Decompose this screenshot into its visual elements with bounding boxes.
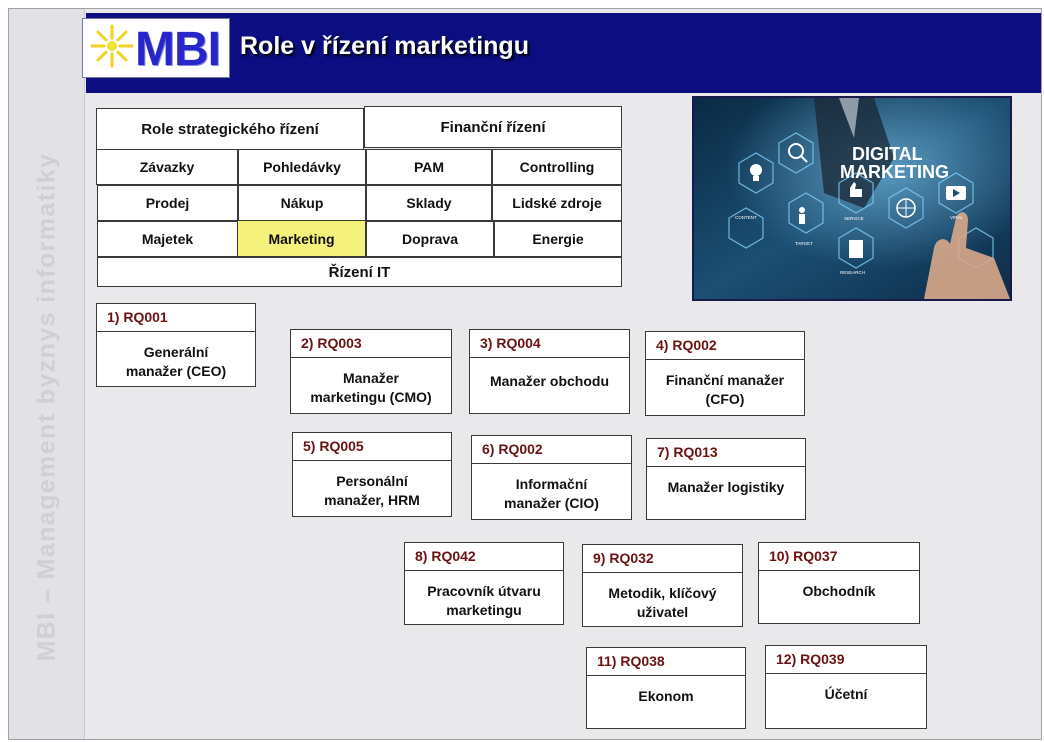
role-name: Informační manažer (CIO) [504,476,599,511]
role-box-9: 9) RQ032 Metodik, klíčový uživatel [582,544,743,627]
left-band: MBI – Management byznys informatiky [9,9,85,739]
role-code: 4) RQ002 [646,332,804,360]
grid-cell-zavazky: Závazky [96,149,238,185]
role-name: Účetní [824,686,868,702]
role-name: Personální manažer, HRM [324,473,420,508]
role-box-7: 7) RQ013 Manažer logistiky [646,438,806,520]
image-label: VIRAL [950,215,964,220]
role-code: 5) RQ005 [293,433,451,461]
role-code: 3) RQ004 [470,330,629,358]
role-box-12: 12) RQ039 Účetní [765,645,927,729]
role-box-1: 1) RQ001 Generální manažer (CEO) [96,303,256,387]
grid-cell-lidske-zdroje: Lidské zdroje [492,185,622,221]
image-label: RESEARCH [840,270,865,275]
role-name: Obchodník [802,583,876,599]
role-name: Finanční manažer (CFO) [665,372,785,407]
role-box-6: 6) RQ002 Informační manažer (CIO) [471,435,632,520]
image-label: SERVICE [844,216,864,221]
role-name: Generální manažer (CEO) [125,344,227,379]
role-name: Manažer marketingu (CMO) [310,370,432,405]
role-name: Pracovník útvaru marketingu [427,583,541,618]
role-code: 7) RQ013 [647,439,805,467]
page-title: Role v řízení marketingu [240,32,529,60]
role-code: 2) RQ003 [291,330,451,358]
grid-cell-pam: PAM [366,149,492,185]
role-box-5: 5) RQ005 Personální manažer, HRM [292,432,452,517]
role-code: 1) RQ001 [97,304,255,332]
role-code: 9) RQ032 [583,545,742,573]
role-code: 11) RQ038 [587,648,745,676]
role-box-8: 8) RQ042 Pracovník útvaru marketingu [404,542,564,625]
grid-cell-financial: Finanční řízení [364,106,622,148]
role-name: Metodik, klíčový uživatel [608,585,717,620]
grid-cell-marketing: Marketing [237,220,366,257]
logo-text: MBI [135,23,221,76]
role-code: 10) RQ037 [759,543,919,571]
role-code: 6) RQ002 [472,436,631,464]
role-box-3: 3) RQ004 Manažer obchodu [469,329,630,414]
digital-marketing-image: DIGITAL MARKETING CONTENT TARGET SERVICE… [692,96,1012,301]
grid-cell-strategic: Role strategického řízení [96,108,364,150]
grid-cell-majetek: Majetek [97,221,238,257]
mbi-logo: MBI [82,18,230,78]
grid-cell-sklady: Sklady [366,185,492,221]
role-box-2: 2) RQ003 Manažer marketingu (CMO) [290,329,452,414]
sun-star-icon [90,24,134,68]
grid-cell-nakup: Nákup [238,185,366,221]
role-name: Ekonom [638,688,694,704]
grid-cell-rizeni-it: Řízení IT [97,257,622,287]
role-name: Manažer obchodu [489,373,609,389]
image-label: TARGET [795,241,813,246]
image-label: CONTENT [735,215,757,220]
grid-cell-energie: Energie [494,221,622,257]
role-code: 8) RQ042 [405,543,563,571]
role-code: 12) RQ039 [766,646,926,674]
vertical-title: MBI – Management byznys informatiky [32,152,61,662]
role-box-10: 10) RQ037 Obchodník [758,542,920,624]
role-box-11: 11) RQ038 Ekonom [586,647,746,729]
grid-cell-pohledavky: Pohledávky [238,149,366,185]
header-bar [86,13,1041,93]
grid-cell-prodej: Prodej [97,185,238,221]
role-name: Manažer logistiky [667,479,785,495]
digital-marketing-illustration: DIGITAL MARKETING CONTENT TARGET SERVICE… [694,98,1010,299]
image-title-line1: DIGITAL [852,144,923,164]
grid-cell-doprava: Doprava [366,221,494,257]
role-box-4: 4) RQ002 Finanční manažer (CFO) [645,331,805,416]
grid-cell-controlling: Controlling [492,149,622,185]
image-title-line2: MARKETING [840,162,949,182]
